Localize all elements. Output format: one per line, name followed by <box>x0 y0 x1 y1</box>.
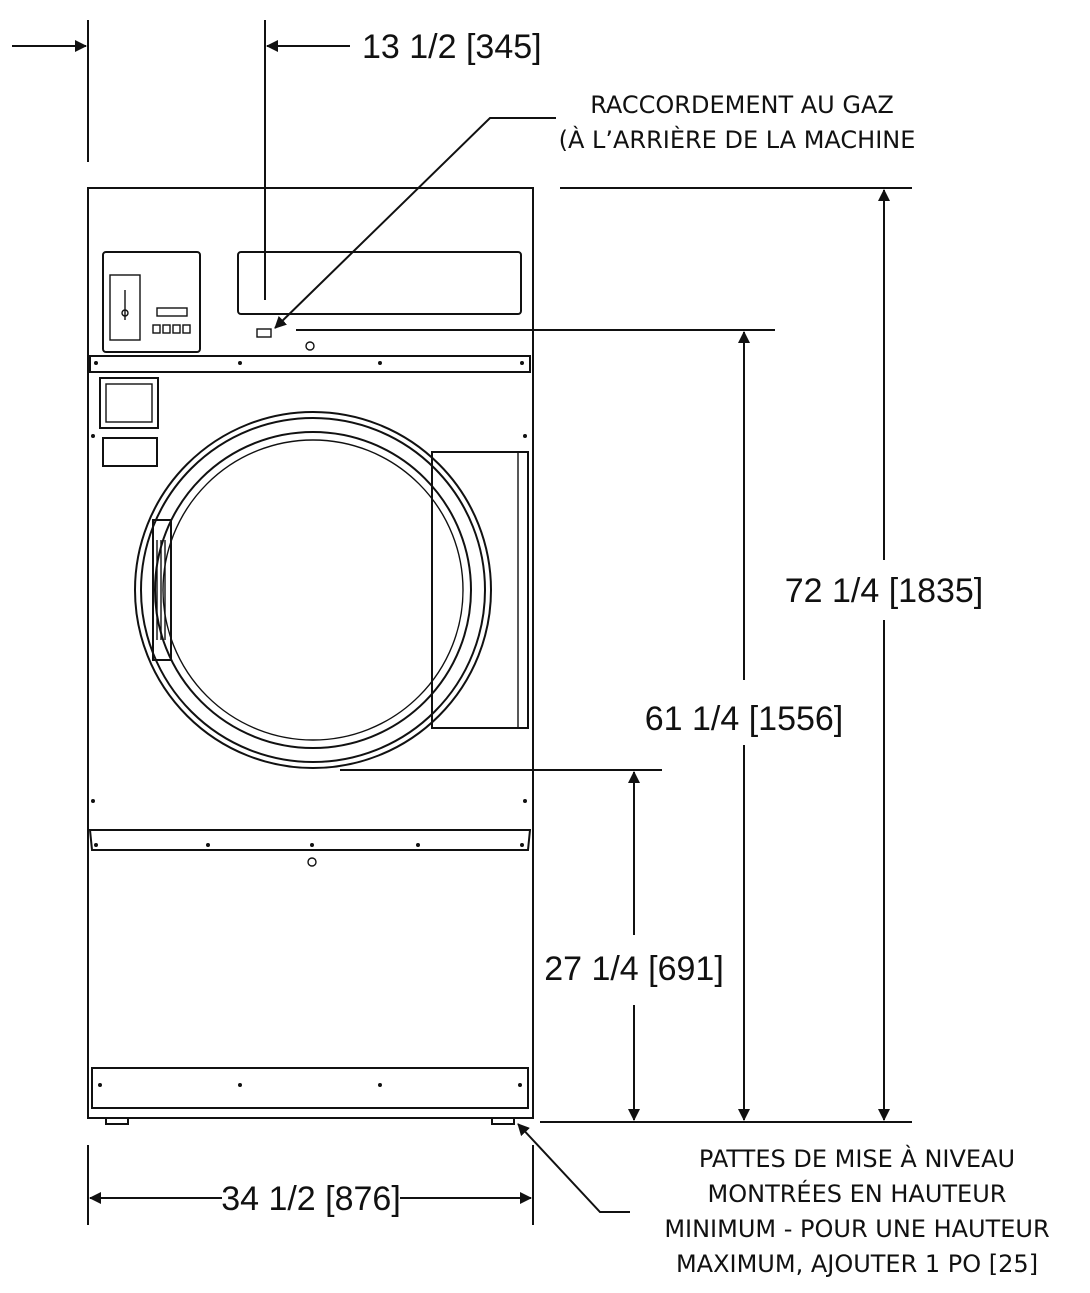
dimension-arrows <box>12 40 890 1204</box>
machine-body <box>87 187 534 1125</box>
upper-trim-band <box>89 355 531 373</box>
dryer-door <box>134 411 492 769</box>
lint-window <box>99 377 159 429</box>
note-legs-line-4: MAXIMUM, AJOUTER 1 PO [25] <box>676 1250 1038 1278</box>
note-legs-line-2: MONTRÉES EN HAUTEUR <box>708 1179 1007 1208</box>
leveling-leg-right <box>491 1117 515 1125</box>
coin-panel <box>102 251 201 353</box>
door-hinge-plate <box>431 451 529 729</box>
note-gas-line-1: RACCORDEMENT AU GAZ <box>590 91 894 119</box>
leveling-leg-left <box>105 1117 129 1125</box>
lock-icon <box>305 341 315 351</box>
coin-slot-icon <box>109 274 141 341</box>
dim-width: 34 1/2 [876] <box>221 1180 401 1218</box>
dim-total-height: 72 1/4 [1835] <box>785 572 984 610</box>
door-handle <box>152 519 172 661</box>
top-panel-window <box>237 251 522 315</box>
dim-door-height: 27 1/4 [691] <box>544 950 724 988</box>
note-gas-line-2: (À L’ARRIÈRE DE LA MACHINE <box>559 125 916 154</box>
leader-lines <box>274 117 630 1213</box>
keypad-icon <box>152 324 191 334</box>
note-legs-line-3: MINIMUM - POUR UNE HAUTEUR <box>664 1215 1049 1243</box>
note-legs-line-1: PATTES DE MISE À NIVEAU <box>699 1144 1015 1173</box>
dim-gas-offset: 13 1/2 [345] <box>362 28 542 66</box>
lower-trim-band <box>88 829 532 851</box>
display-icon <box>156 307 188 317</box>
extension-lines <box>87 20 912 1225</box>
label-plate <box>102 437 158 467</box>
dim-gas-height: 61 1/4 [1556] <box>645 700 844 738</box>
kick-plate <box>91 1067 529 1109</box>
gas-connection-marker <box>256 328 272 338</box>
